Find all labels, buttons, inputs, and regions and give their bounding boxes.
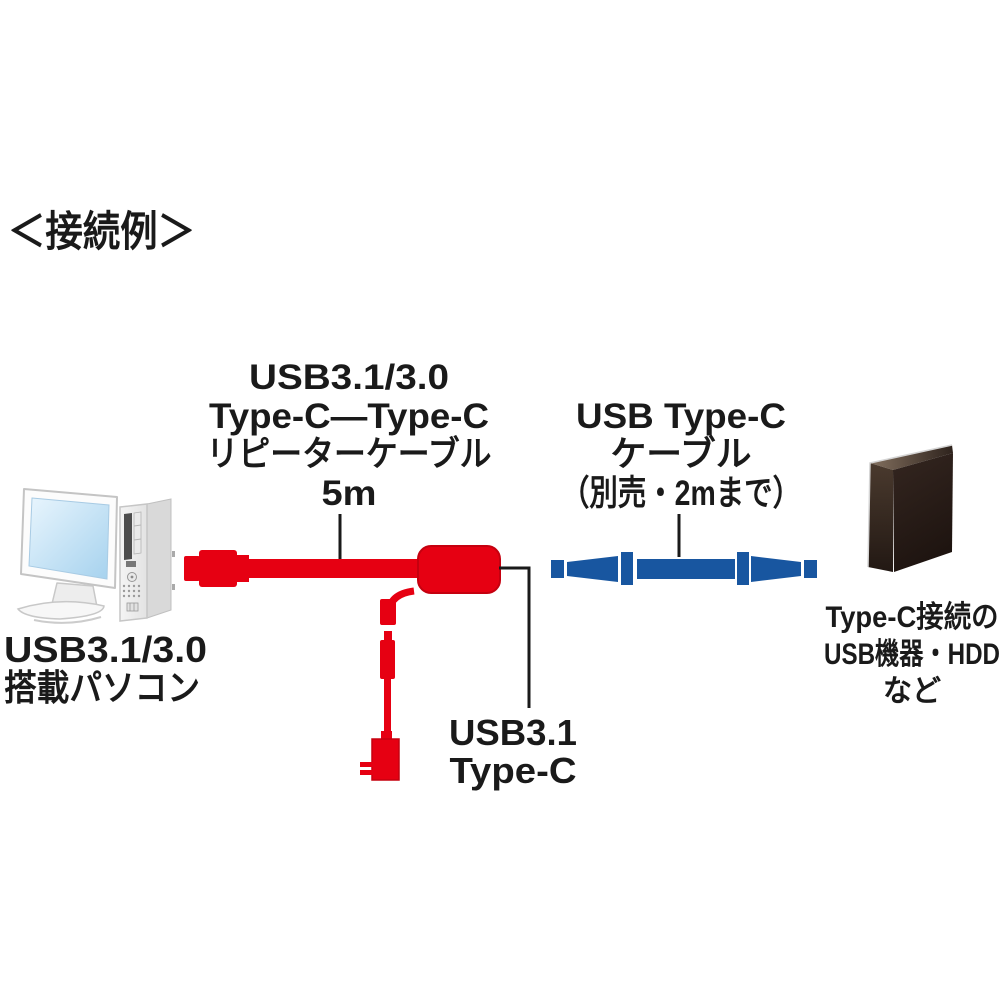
repeater-label-line4: 5m: [322, 474, 377, 513]
pc-label-line1: USB3.1/3.0: [4, 629, 207, 670]
typec-label-line2: ケーブル: [611, 434, 752, 474]
monitor-screen: [28, 497, 110, 580]
plug-prong: [360, 770, 373, 775]
pc-monitor: [16, 488, 118, 624]
connector-label: USB3.1 Type-C: [449, 566, 577, 791]
power-plug: [371, 738, 400, 781]
connector-label-line1: USB3.1: [449, 712, 577, 753]
page-title: ＜接続例＞: [8, 208, 195, 255]
repeater-box: [417, 545, 501, 594]
device-label: Type-C接続の USB機器・HDD など: [824, 601, 1000, 708]
plug-prong: [360, 762, 373, 767]
typec-label-line1: USB Type-C: [576, 397, 786, 436]
typec-cable-label: USB Type-C ケーブル （別売・2mまで）: [561, 397, 801, 557]
device-label-line1: Type-C接続の: [826, 601, 999, 634]
repeater-label-line3: リピーターケーブル: [207, 434, 492, 474]
typec-label-line3: （別売・2mまで）: [561, 474, 801, 513]
hdd-front-face: [893, 453, 953, 572]
repeater-cable-label: USB3.1/3.0 Type-C―Type-C リピーターケーブル 5m: [207, 358, 492, 559]
pc-tower: [119, 498, 175, 622]
pc-label-line2: 搭載パソコン: [4, 667, 200, 708]
repeater-label-line2: Type-C―Type-C: [209, 397, 489, 436]
hdd-top-face: [870, 445, 953, 470]
repeater-cable-illustration: [184, 545, 501, 781]
repeater-label-line1: USB3.1/3.0: [249, 358, 449, 397]
monitor-base: [16, 600, 105, 620]
vent-dots: [122, 584, 141, 598]
connector-label-line2: Type-C: [450, 750, 577, 791]
usb-port-mark: [172, 584, 175, 590]
typec-plug-tip-right: [804, 560, 817, 578]
typec-plug-left: [184, 556, 200, 581]
typec-cable-illustration: [551, 552, 817, 585]
hdd-side-face: [868, 463, 893, 572]
usb-port-mark: [172, 551, 175, 557]
pc-illustration: [16, 488, 175, 624]
device-label-line3: など: [883, 675, 941, 708]
typec-plug-tip-left: [551, 560, 564, 578]
pc-label: USB3.1/3.0 搭載パソコン: [4, 629, 207, 708]
pointer-line-connector: [499, 566, 531, 708]
power-branch: [360, 584, 416, 781]
device-label-line2: USB機器・HDD: [824, 638, 1000, 671]
hdd-illustration: [867, 444, 953, 572]
